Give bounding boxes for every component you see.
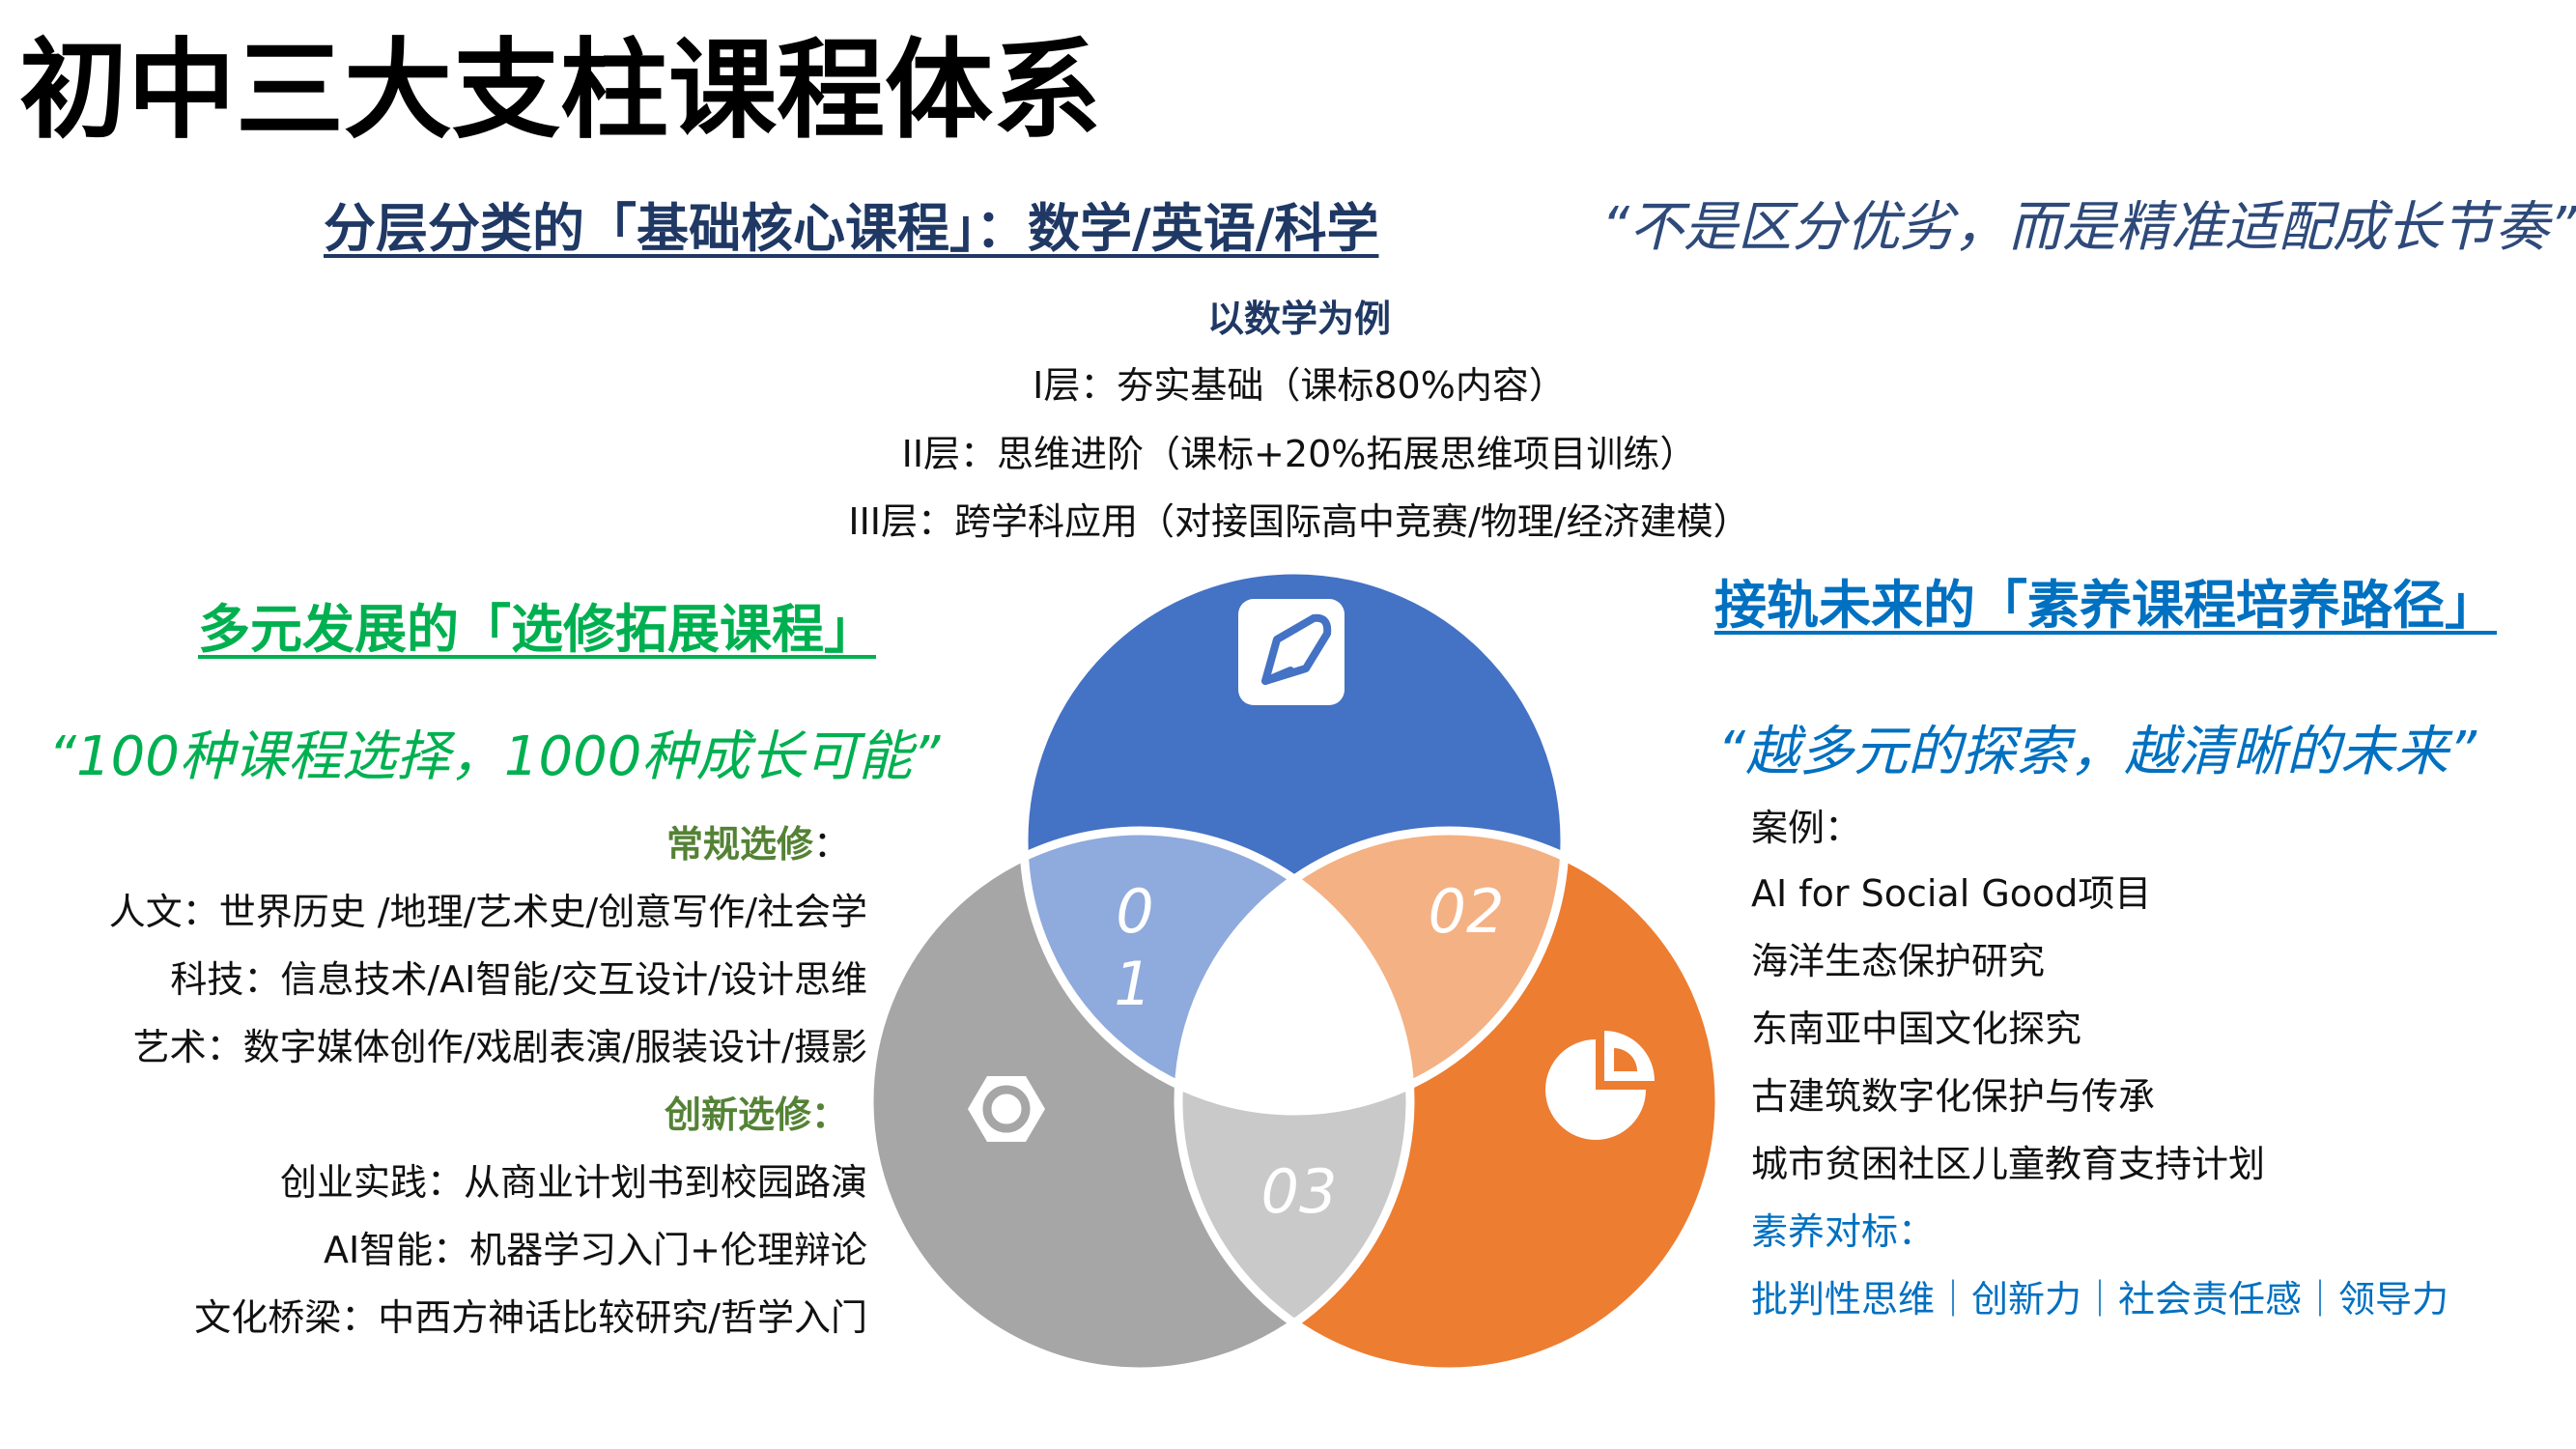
gear-icon [968, 1076, 1045, 1142]
regular-elective-label: 常规选修 [665, 823, 813, 866]
overlap-label-01-one: 1 [1114, 949, 1151, 1019]
literacy-quote: “越多元的探索，越清晰的未来” [1717, 721, 2477, 783]
level-three: III层：跨学科应用（对接国际高中竞赛/物理/经济建模） [848, 500, 1750, 543]
overlap-label-01-zero: 0 [1116, 876, 1153, 947]
regular-elective-heading: 常规选修： [483, 823, 850, 867]
innovation-elective-item: 创业实践：从商业计划书到校园路演 [279, 1161, 867, 1204]
case-item: 城市贫困社区儿童教育支持计划 [1751, 1143, 2266, 1185]
innovation-elective-item: 文化桥梁：中西方神话比较研究/哲学入门 [194, 1296, 867, 1339]
overlap-label-02: 02 [1429, 876, 1505, 947]
overlap-center [1178, 831, 1410, 1111]
case-item: AI for Social Good项目 [1751, 872, 2152, 915]
benchmark-label: 素养对标： [1751, 1210, 1936, 1253]
innovation-elective-item: AI智能：机器学习入门+伦理辩论 [323, 1229, 867, 1271]
pencil-icon [1238, 599, 1345, 705]
pie-chart-icon [1545, 1031, 1655, 1140]
core-quote: “不是区分优劣，而是精准适配成长节奏” [1601, 196, 2576, 259]
regular-elective-item: 科技：信息技术/AI智能/交互设计/设计思维 [170, 958, 867, 1001]
level-one: I层：夯实基础（课标80%内容） [1033, 364, 1566, 407]
case-item: 海洋生态保护研究 [1751, 940, 2046, 982]
venn-diagram: 0 1 02 03 [864, 565, 1724, 1377]
regular-elective-item: 艺术：数字媒体创作/戏剧表演/服装设计/摄影 [132, 1026, 867, 1068]
case-item: 东南亚中国文化探究 [1751, 1008, 2082, 1050]
elective-quote: “100种课程选择，1000种成长可能” [48, 725, 941, 788]
regular-elective-item: 人文：世界历史 /地理/艺术史/创意写作/社会学 [108, 891, 867, 933]
overlap-label-03: 03 [1261, 1156, 1338, 1227]
case-item: 古建筑数字化保护与传承 [1751, 1075, 2156, 1118]
literacy-section-title: 接轨未来的「素养课程培养路径」 [1714, 575, 2497, 636]
core-section-title: 分层分类的「基础核心课程」：数学/英语/科学 [324, 198, 1379, 259]
page-title: 初中三大支柱课程体系 [19, 28, 1101, 154]
elective-section-title: 多元发展的「选修拓展课程」 [198, 599, 876, 660]
level-two: II层：思维进阶（课标+20%拓展思维项目训练） [901, 433, 1697, 475]
math-example-label: 以数学为例 [1206, 298, 1391, 340]
innovation-elective-label: 创新选修： [664, 1094, 848, 1136]
case-label: 案例： [1751, 807, 1862, 849]
regular-elective-colon: ： [812, 823, 850, 866]
benchmark-list: 批判性思维｜创新力｜社会责任感｜领导力 [1751, 1278, 2449, 1321]
